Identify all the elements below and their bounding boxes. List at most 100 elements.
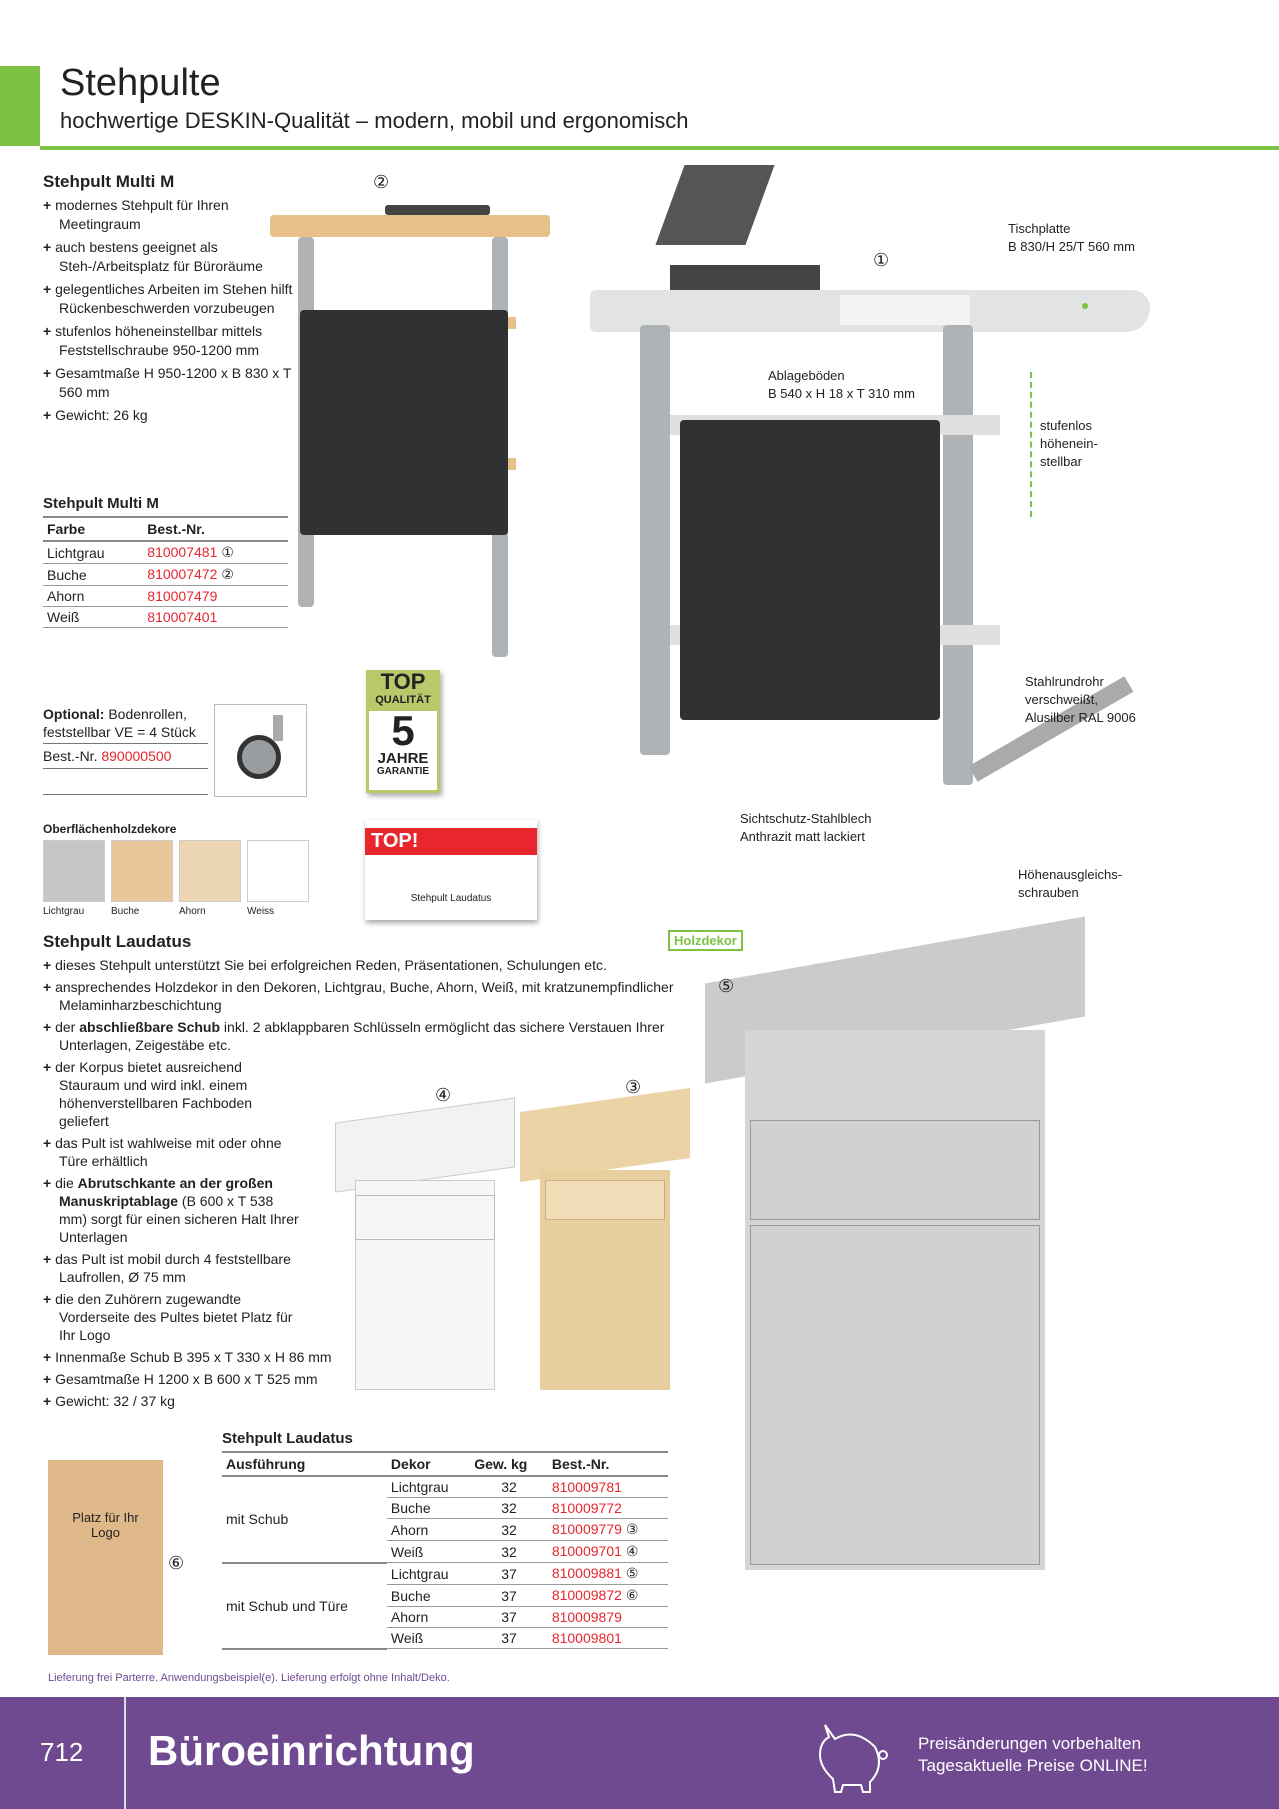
laudatus-section: Stehpult Laudatus dieses Stehpult unters… [43,932,683,1414]
callout-4: ④ [435,1085,452,1105]
bullet-text: dieses Stehpult unterstützt Sie bei erfo… [55,957,607,973]
weight-cell: 32 [470,1518,548,1541]
optional-text: Bodenrollen, feststellbar VE = 4 Stück [43,706,196,740]
section-accent-bar [0,66,40,146]
callout-2: ② [373,172,390,192]
order-number[interactable]: 810009872 [551,1587,622,1603]
bullet-text: das Pult ist mobil durch 4 feststellbare… [55,1251,291,1285]
order-number[interactable]: 810009772 [551,1500,622,1516]
laudatus-table: Ausführung Dekor Gew. kg Best.-Nr. mit S… [222,1451,668,1650]
bullet-item: der Korpus bietet ausreichend Stauraum u… [43,1058,303,1130]
callout-ref: ① [221,544,234,560]
bullet-item: die Abrutschkante an der großen Manuskri… [43,1174,303,1246]
bullet-text: inkl. 2 abklappbaren Schlüsseln ermöglic… [59,1019,665,1053]
page-subtitle: hochwertige DESKIN-Qualität – modern, mo… [60,108,689,133]
swatch-color [179,840,241,902]
lectern-maple-image [520,1088,690,1400]
callout-3: ③ [625,1077,642,1097]
weight-cell: 37 [470,1606,548,1628]
decor-swatch-weiss: Weiss [247,840,309,917]
callout-sicht: Sichtschutz-Stahlblech Anthrazit matt la… [740,811,872,844]
piggy-bank-icon [818,1724,888,1793]
order-number[interactable]: 810009781 [551,1479,622,1495]
bullet-item: Innenmaße Schub B 395 x T 330 x H 86 mm [43,1348,683,1366]
optional-best-nr[interactable]: 890000500 [101,748,172,764]
bullet-text: der Korpus bietet ausreichend Stauraum u… [55,1059,253,1129]
order-number[interactable]: 810009701 [551,1543,622,1559]
order-cell: 810007401 [143,606,288,628]
order-cell: 810009801 [547,1627,668,1649]
decor-cell: Buche [386,1584,471,1607]
badge-five: 5 [391,707,415,754]
callout-ref: ④ [625,1543,639,1559]
laudatus-title: Stehpult Laudatus [43,932,192,951]
callout-ablage: Ablageböden B 540 x H 18 x T 310 mm [768,368,915,401]
variant-cell: mit Schub [222,1476,387,1564]
callout-stahl: Stahlrundrohr verschweißt, Alusilber RAL… [1025,674,1136,725]
decor-cell: Lichtgrau [386,1476,471,1498]
callout-hoehen: Höhenausgleichs- schrauben [1018,867,1123,900]
col-ausfuehrung: Ausführung [222,1451,387,1477]
decor-cell: Ahorn [386,1606,471,1628]
swatch-color [247,840,309,902]
category-title: Büroeinrichtung [148,1727,475,1774]
bullet-item: Gesamtmaße H 950-1200 x B 830 x T 560 mm [43,364,303,402]
multi-table-title: Stehpult Multi M [43,495,159,512]
callout-6: ⑥ [168,1553,185,1573]
bullet-item: der abschließbare Schub inkl. 2 abklappb… [43,1018,683,1054]
decor-cell: Lichtgrau [386,1562,471,1585]
bullet-item: Gewicht: 26 kg [43,406,303,425]
bullet-item: Gewicht: 32 / 37 kg [43,1392,683,1410]
callout-ref: ② [221,566,234,582]
order-number[interactable]: 810009801 [551,1630,622,1646]
bullet-item: Gesamtmaße H 1200 x B 600 x T 525 mm [43,1370,683,1388]
col-gewicht: Gew. kg [470,1451,548,1477]
order-number[interactable]: 810007479 [147,588,218,604]
optional-best-label: Best.-Nr. [43,748,98,764]
page-title: Stehpulte [60,62,221,104]
decor-cell: Ahorn [386,1518,471,1541]
bullet-bold-text: abschließbare Schub [79,1019,221,1035]
decor-title: Oberflächenholzdekore [43,822,177,836]
bullet-text: das Pult ist wahlweise mit oder ohne Tür… [55,1135,282,1169]
color-cell: Buche [43,563,144,586]
lectern-white-image [335,1097,515,1400]
weight-cell: 37 [470,1627,548,1649]
order-number[interactable]: 810009879 [551,1609,622,1625]
callout-dot [1082,303,1088,309]
order-number[interactable]: 810007401 [147,609,218,625]
col-farbe: Farbe [43,516,144,542]
decor-swatch-buche: Buche [111,840,173,917]
bullet-item: das Pult ist mobil durch 4 feststellbare… [43,1250,303,1286]
bullet-item: auch bestens geeignet als Steh-/Arbeitsp… [43,238,303,276]
optional-block: Optional: Bodenrollen, feststellbar VE =… [43,705,208,795]
caster-image [214,704,307,797]
decor-swatch-ahorn: Ahorn [179,840,241,917]
order-number[interactable]: 810009881 [551,1565,622,1581]
logo-placeholder-text: Platz für Ihr Logo [72,1510,139,1540]
order-number[interactable]: 810009779 [551,1521,622,1537]
col-dekor: Dekor [386,1451,471,1477]
badge-jahre: JAHRE [377,750,429,767]
weight-cell: 37 [470,1584,548,1607]
bullet-item: gelegentliches Arbeiten im Stehen hilft … [43,280,303,318]
swatch-label: Buche [111,906,140,917]
order-number[interactable]: 810007472 [147,566,218,582]
callout-5: ⑤ [718,976,735,996]
order-number[interactable]: 810007481 [147,544,218,560]
color-cell: Lichtgrau [43,541,144,564]
multi-bullets: modernes Stehpult für Ihren Meetingrauma… [43,196,303,425]
delivery-note: Lieferung frei Parterre. Anwendungsbeisp… [48,1672,450,1684]
bullet-text: die den Zuhörern zugewandte Vorderseite … [55,1291,293,1343]
